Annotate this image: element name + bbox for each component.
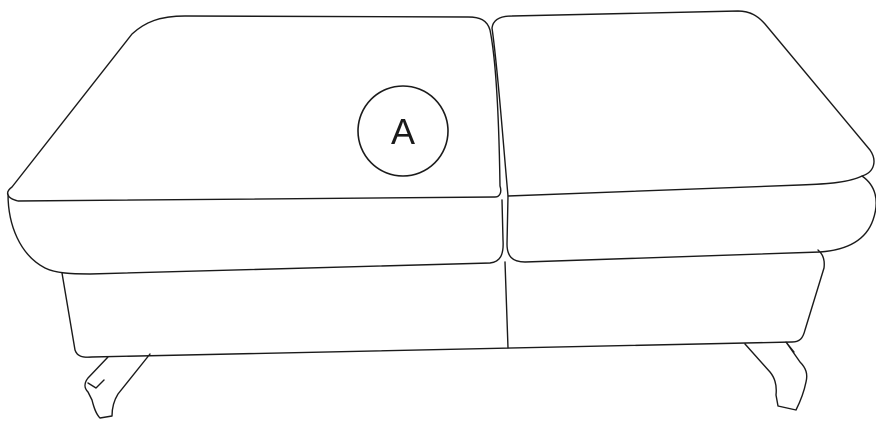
callout-circle <box>357 85 449 177</box>
left-cushion-front <box>7 193 504 275</box>
callout-label: A <box>391 111 415 152</box>
left-leg <box>84 353 151 419</box>
right-leg <box>744 341 808 411</box>
left-cushion-top <box>6 15 502 202</box>
callout-a: A <box>357 85 449 177</box>
right-leg-inner <box>785 341 795 353</box>
ottoman-base <box>61 249 825 358</box>
right-cushion-top <box>491 10 875 197</box>
base-center-seam <box>504 261 509 349</box>
left-leg-inner <box>87 379 105 389</box>
